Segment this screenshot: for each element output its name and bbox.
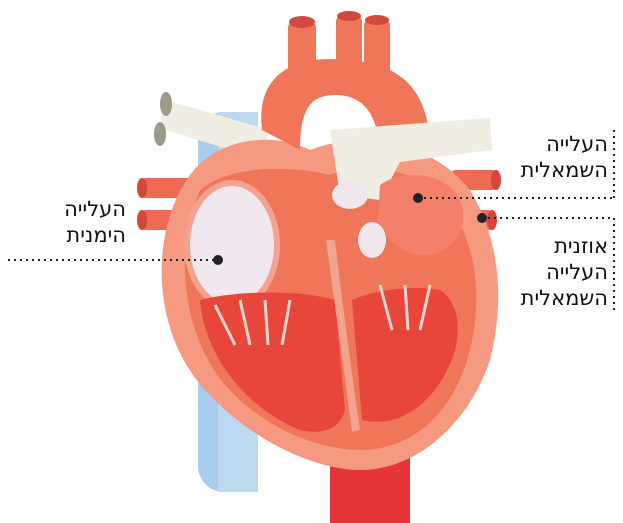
label-left-auricle-line2: העלייה (490, 259, 608, 285)
label-left-auricle: אוזנית העלייה השמאלית (490, 233, 608, 311)
label-right-atrium: העלייה הימנית (10, 196, 126, 248)
label-left-auricle-line3: השמאלית (490, 285, 608, 311)
label-left-atrium: העלייה השמאלית (490, 131, 608, 183)
label-left-atrium-line2: השמאלית (490, 157, 608, 183)
label-right-atrium-line2: הימנית (10, 222, 126, 248)
label-right-atrium-line1: העלייה (10, 196, 126, 222)
label-left-auricle-line1: אוזנית (490, 233, 608, 259)
label-left-atrium-line1: העלייה (490, 131, 608, 157)
right-atrium-chamber (187, 183, 277, 307)
